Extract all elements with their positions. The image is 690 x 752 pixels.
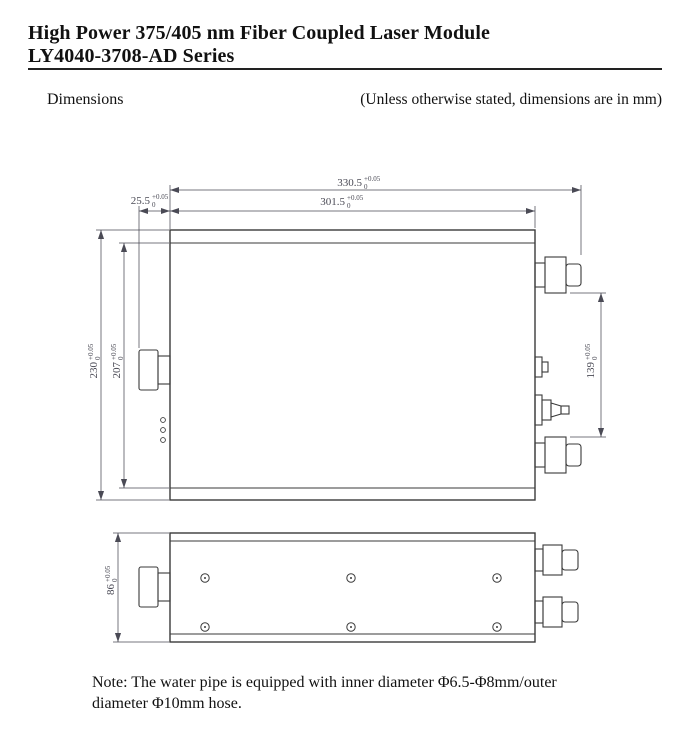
dim-side-height-tol-lower: 0 [111,578,119,582]
dim-connector-span-value: 139 [585,362,597,379]
dim-left-protrusion: 25.5 +0.05 0 [131,193,170,348]
dim-connector-span-tol-lower: 0 [591,356,599,360]
side-view [138,229,582,501]
front-view-body-outline [169,532,536,643]
dim-body-width: 301.5 +0.05 0 [170,194,536,228]
dim-total-width-tol-upper: +0.05 [364,175,381,183]
mounting-holes [200,573,502,632]
front-view [138,532,579,643]
dim-inner-height: 207 +0.05 0 [110,242,169,489]
right-bottom-cable-gland [534,436,582,474]
dim-left-protrusion-tol-lower: 0 [152,201,156,209]
title-rule [28,68,662,70]
dim-side-height-value: 86 [105,584,117,596]
page-title: High Power 375/405 nm Fiber Coupled Lase… [28,22,490,68]
front-right-top-cable-gland [534,544,579,576]
left-cable-gland [138,349,171,391]
power-plug-connector [534,394,570,426]
dim-inner-height-value: 207 [111,362,123,379]
dim-left-protrusion-value: 25.5 [131,195,151,207]
dim-inner-height-tol-lower: 0 [117,356,125,360]
front-left-cable-gland [138,566,171,608]
dim-total-height: 230 +0.05 0 [87,229,169,501]
dim-left-protrusion-tol-upper: +0.05 [152,193,169,201]
front-right-bottom-cable-gland [534,596,579,628]
dim-total-height-tol-upper: +0.05 [87,343,95,360]
dim-total-width: 330.5 +0.05 0 [169,175,582,255]
dim-connector-span: 139 +0.05 0 [570,292,606,438]
dim-side-height: 86 +0.05 0 [104,532,169,643]
dimensions-section-label: Dimensions [47,91,124,108]
dim-connector-span-tol-upper: +0.05 [584,343,592,360]
title-line-2: LY4040-3708-AD Series [28,45,235,67]
note-line-2: diameter Φ10mm hose. [92,695,242,712]
note-line-1: Note: The water pipe is equipped with in… [92,674,557,691]
side-view-body-outline [169,229,536,501]
dim-body-width-value: 301.5 [320,196,345,208]
dim-total-width-value: 330.5 [337,177,362,189]
title-line-1: High Power 375/405 nm Fiber Coupled Lase… [28,22,491,44]
dim-total-height-tol-lower: 0 [94,356,102,360]
dim-total-height-value: 230 [88,362,100,379]
right-top-cable-gland [534,256,582,294]
dim-side-height-tol-upper: +0.05 [104,565,112,582]
dim-inner-height-tol-upper: +0.05 [110,343,118,360]
note-text: Note: The water pipe is equipped with in… [92,672,632,714]
dim-total-width-tol-lower: 0 [364,183,368,191]
units-note: (Unless otherwise stated, dimensions are… [360,91,662,108]
dim-body-width-tol-upper: +0.05 [347,194,364,202]
indicator-holes [160,417,166,443]
fiber-output-port [534,356,549,378]
dim-body-width-tol-lower: 0 [347,202,351,210]
